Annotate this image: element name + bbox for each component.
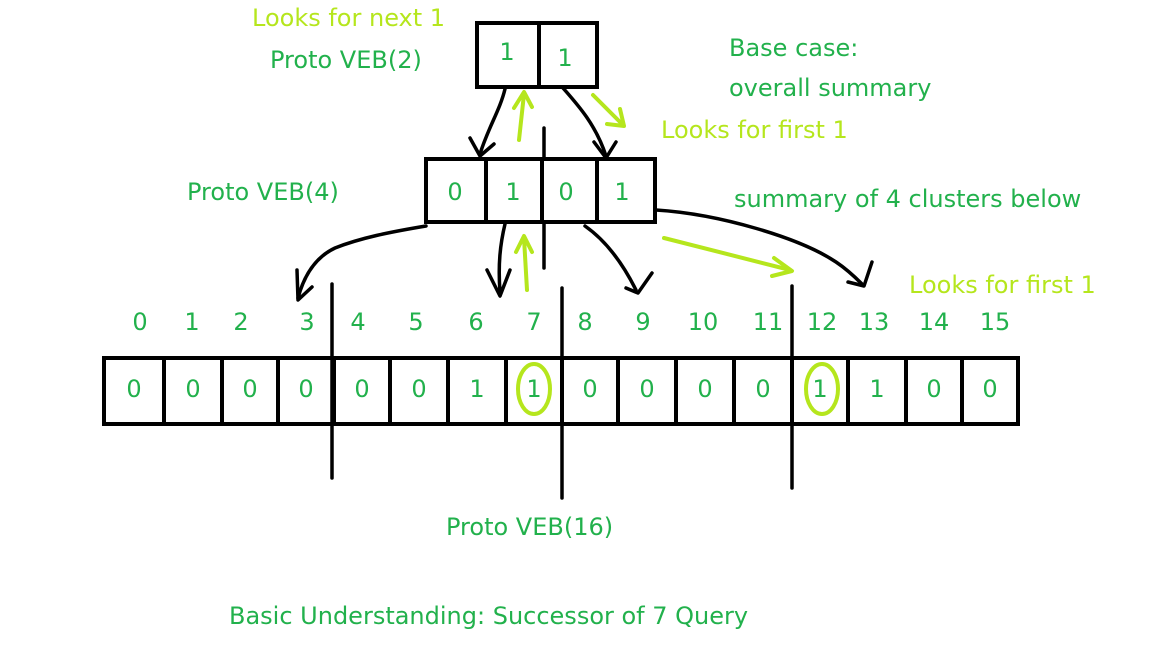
index-label: 5 xyxy=(408,308,423,336)
arrowhead xyxy=(624,271,654,295)
index-label: 13 xyxy=(859,308,890,336)
up-arrow-lime xyxy=(522,236,529,292)
arrowhead xyxy=(468,136,496,158)
veb4-bit: 1 xyxy=(505,178,520,206)
index-label: 3 xyxy=(299,308,314,336)
lime-arrow-right xyxy=(591,93,624,126)
veb2-cell xyxy=(537,21,599,89)
down-arrow-right xyxy=(561,86,608,158)
index-label: 4 xyxy=(350,308,365,336)
arrowhead xyxy=(605,107,626,128)
veb16-bit: 1 xyxy=(526,375,541,403)
down-arrow-right xyxy=(654,208,864,286)
cluster-dividers xyxy=(330,282,794,500)
veb16-bit: 0 xyxy=(298,375,313,403)
veb4-bit: 1 xyxy=(614,178,629,206)
veb4-bit: 0 xyxy=(447,178,462,206)
down-arrow-left xyxy=(478,87,507,156)
veb4-cell xyxy=(540,157,599,224)
index-label: 6 xyxy=(468,308,483,336)
arrowhead xyxy=(846,260,874,288)
highlight-bit-12 xyxy=(804,362,840,416)
arrowhead xyxy=(485,268,512,298)
veb2-array: 1 1 xyxy=(475,21,599,89)
highlight-bit-7 xyxy=(516,362,552,416)
base-case-label: Base case: xyxy=(729,34,858,62)
index-label: 10 xyxy=(688,308,719,336)
veb4-to-veb16-arrows xyxy=(295,208,874,302)
veb16-array: 0 0 0 0 0 0 1 1 0 0 0 0 1 1 0 0 xyxy=(102,356,1020,426)
overall-summary-label: overall summary xyxy=(729,74,931,102)
index-label: 2 xyxy=(233,308,248,336)
veb4-cell xyxy=(595,157,657,224)
veb16-cell xyxy=(960,356,1020,426)
veb2-to-veb4-arrows xyxy=(468,86,626,270)
veb16-cell xyxy=(732,356,794,426)
veb16-bit: 0 xyxy=(755,375,770,403)
index-label: 8 xyxy=(577,308,592,336)
proto-veb2-label: Proto VEB(2) xyxy=(270,46,422,74)
veb4-cell xyxy=(484,157,544,224)
veb16-cell xyxy=(388,356,450,426)
looks-for-next-label: Looks for next 1 xyxy=(252,4,445,32)
veb2-cell xyxy=(475,21,541,89)
veb16-bit: 0 xyxy=(354,375,369,403)
index-label: 11 xyxy=(753,308,784,336)
veb16-bit: 0 xyxy=(185,375,200,403)
veb16-bit: 1 xyxy=(812,375,827,403)
veb16-bit: 0 xyxy=(697,375,712,403)
diagram-caption: Basic Understanding: Successor of 7 Quer… xyxy=(229,602,748,630)
looks-for-first-label-bottom: Looks for first 1 xyxy=(909,271,1096,299)
index-label: 9 xyxy=(635,308,650,336)
arrowhead xyxy=(512,90,534,110)
veb2-bit: 1 xyxy=(557,44,572,72)
arrowhead xyxy=(295,268,314,302)
arrowhead xyxy=(514,234,534,254)
index-label: 12 xyxy=(807,308,838,336)
up-arrow-lime xyxy=(517,92,526,142)
veb16-bit: 1 xyxy=(869,375,884,403)
index-label: 15 xyxy=(980,308,1011,336)
veb16-bit: 0 xyxy=(126,375,141,403)
veb16-bit: 0 xyxy=(926,375,941,403)
veb2-bit: 1 xyxy=(499,38,514,66)
looks-for-first-label-top: Looks for first 1 xyxy=(661,116,848,144)
veb16-bit: 0 xyxy=(411,375,426,403)
index-label: 0 xyxy=(132,308,147,336)
index-label: 14 xyxy=(919,308,950,336)
veb16-cell xyxy=(674,356,736,426)
down-arrow-cluster2 xyxy=(583,224,638,292)
veb16-bit: 0 xyxy=(982,375,997,403)
proto-veb4-label: Proto VEB(4) xyxy=(187,178,339,206)
veb16-bit: 0 xyxy=(639,375,654,403)
down-arrow-left xyxy=(296,224,428,300)
lime-arrow-right xyxy=(662,236,792,272)
arrowhead xyxy=(770,256,794,278)
veb16-cell xyxy=(220,356,280,426)
veb16-bit: 1 xyxy=(469,375,484,403)
down-arrow-cluster1 xyxy=(497,222,507,294)
veb16-bit: 0 xyxy=(242,375,257,403)
veb16-bit: 0 xyxy=(582,375,597,403)
veb16-cell xyxy=(276,356,336,426)
proto-veb16-label: Proto VEB(16) xyxy=(446,513,613,541)
veb4-bit: 0 xyxy=(558,178,573,206)
veb4-array: 0 1 0 1 xyxy=(424,157,657,224)
summary-of-clusters-label: summary of 4 clusters below xyxy=(734,185,1081,213)
index-label: 1 xyxy=(184,308,199,336)
index-label: 7 xyxy=(526,308,541,336)
